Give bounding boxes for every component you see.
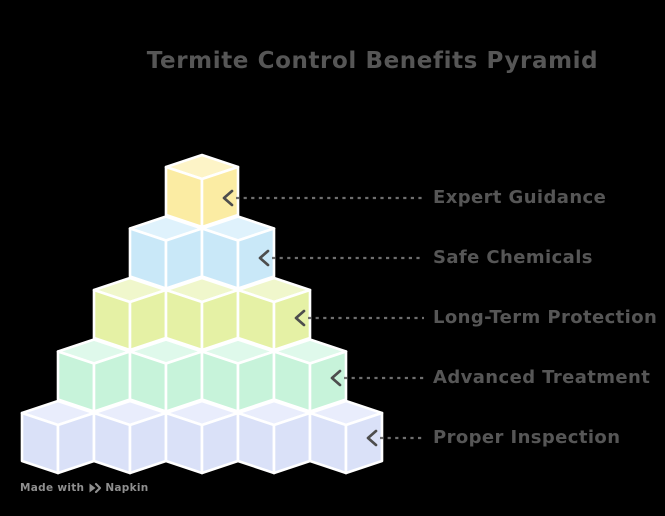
cube-left-face xyxy=(200,350,240,413)
cube-left-face xyxy=(20,411,60,475)
left-chevron-arrow-icon xyxy=(330,369,342,387)
cube-right-face xyxy=(200,165,240,229)
cube-right-face xyxy=(200,411,240,475)
level-label: Advanced Treatment xyxy=(433,367,651,388)
level-label: Expert Guidance xyxy=(433,187,607,208)
cube-right-face xyxy=(236,350,276,413)
cube-left-face xyxy=(56,350,96,413)
cube-left-face xyxy=(92,411,132,475)
level-label: Proper Inspection xyxy=(433,427,621,448)
watermark-brand: Napkin xyxy=(105,482,149,494)
cube-left-face xyxy=(164,165,204,229)
cube-left-face xyxy=(272,350,312,413)
cube-right-face xyxy=(56,411,96,475)
cube-left-face xyxy=(128,227,168,290)
cube-left-face xyxy=(164,288,204,352)
cube-right-face xyxy=(128,411,168,475)
left-chevron-arrow-icon xyxy=(294,309,306,327)
cube-left-face xyxy=(164,411,204,475)
cube-right-face xyxy=(344,411,384,475)
cube-right-face xyxy=(92,350,132,413)
left-chevron-arrow-icon xyxy=(366,429,378,447)
cube-left-face xyxy=(92,288,132,352)
watermark-prefix: Made with xyxy=(20,482,85,494)
cube-right-face xyxy=(128,288,168,352)
watermark: Made with Napkin xyxy=(20,481,149,495)
left-chevron-arrow-icon xyxy=(222,189,234,207)
diagram-title: Termite Control Benefits Pyramid xyxy=(146,48,599,74)
cube-right-face xyxy=(308,350,348,413)
cube-left-face xyxy=(308,411,348,475)
level-label: Long-Term Protection xyxy=(433,307,658,328)
level-label: Safe Chemicals xyxy=(433,247,593,268)
cube-right-face xyxy=(272,288,312,352)
napkin-logo-icon xyxy=(89,482,102,494)
cube-right-face xyxy=(200,288,240,352)
cube-right-face xyxy=(164,350,204,413)
cube-left-face xyxy=(200,227,240,290)
cube-left-face xyxy=(236,411,276,475)
cube-left-face xyxy=(236,288,276,352)
cube-left-face xyxy=(128,350,168,413)
left-chevron-arrow-icon xyxy=(258,249,270,267)
cube-right-face xyxy=(236,227,276,290)
cube-right-face xyxy=(164,227,204,290)
cube-right-face xyxy=(272,411,312,475)
